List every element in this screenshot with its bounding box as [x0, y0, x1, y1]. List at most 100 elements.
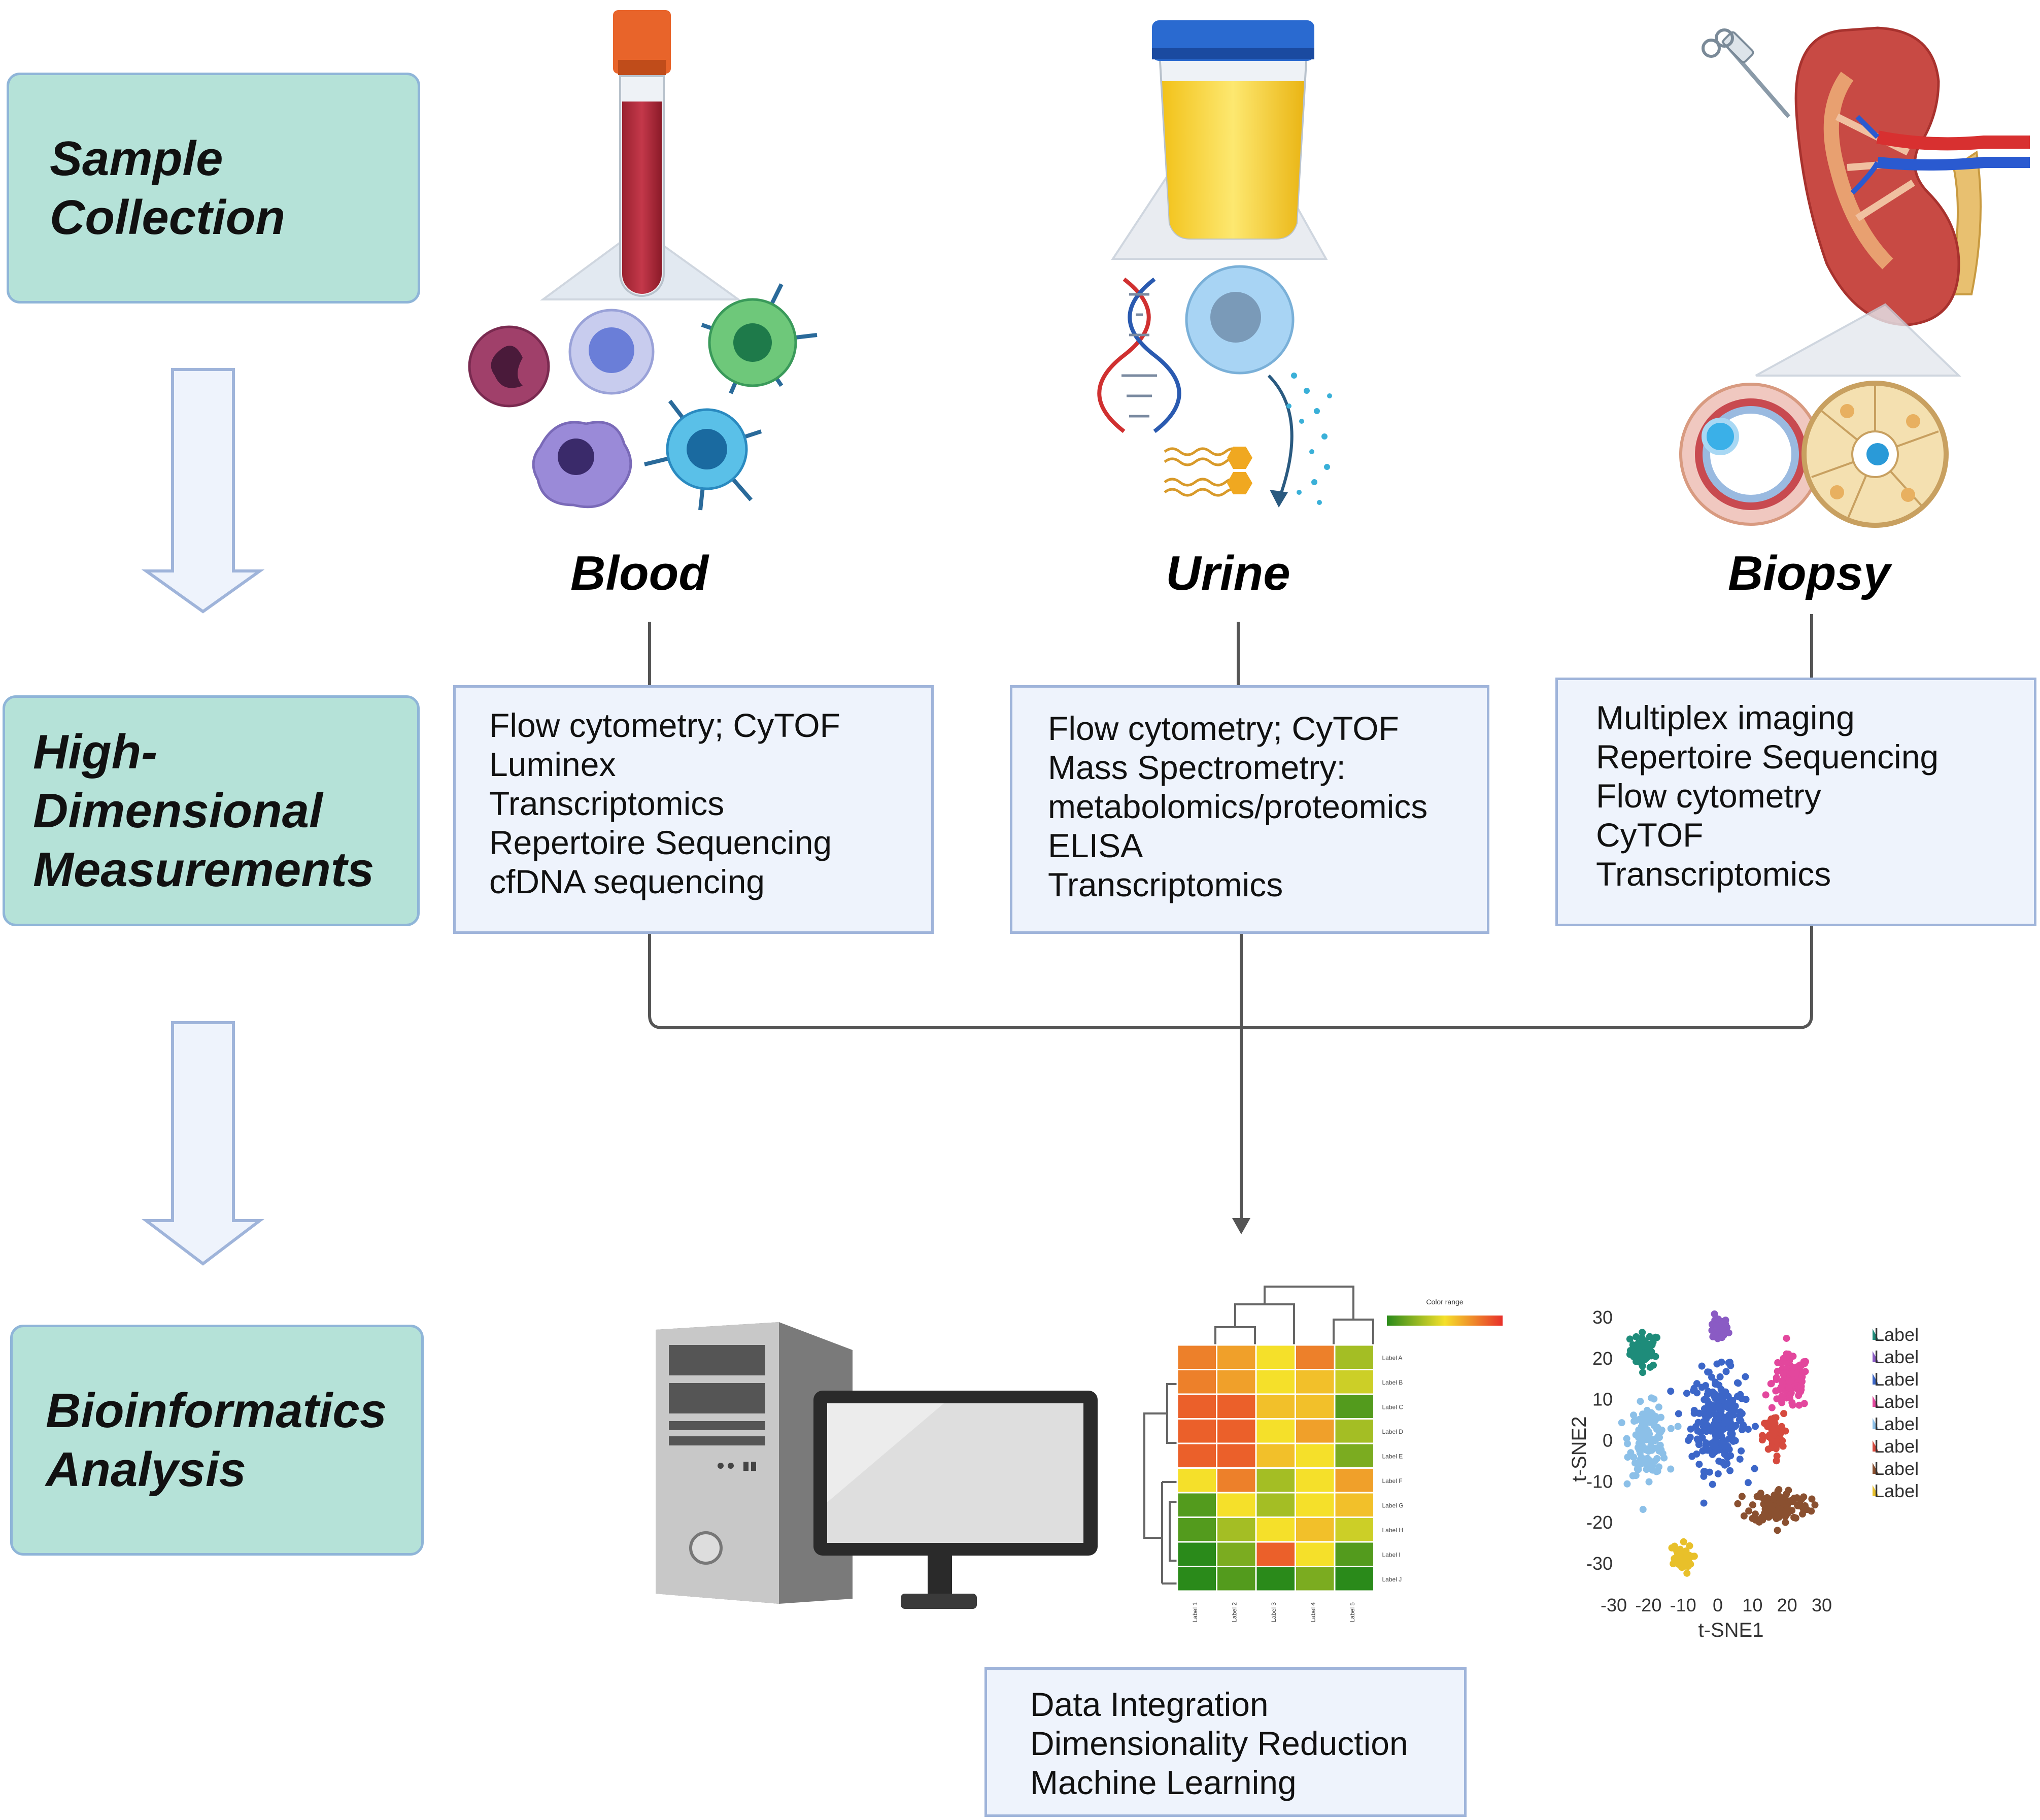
tsne-point: [1705, 1368, 1713, 1376]
stage-high-dimensional-measurements: High- Dimensional Measurements: [3, 695, 420, 926]
tsne-point: [1718, 1440, 1726, 1447]
heatmap-cell: [1176, 1418, 1217, 1444]
tsne-point: [1643, 1466, 1650, 1473]
tsne-y-tick: -10: [1586, 1471, 1613, 1492]
heatmap-col-label: Label 1: [1192, 1602, 1199, 1623]
tsne-point: [1755, 1518, 1763, 1526]
tsne-point: [1739, 1424, 1747, 1432]
method-item: Transcriptomics: [489, 785, 725, 822]
tsne-point: [1639, 1362, 1646, 1370]
tsne-point: [1790, 1514, 1798, 1522]
tsne-point: [1626, 1335, 1634, 1343]
tsne-point: [1698, 1384, 1706, 1391]
heatmap-cell: [1216, 1541, 1257, 1567]
tsne-point: [1774, 1527, 1781, 1534]
heatmap-cell: [1255, 1492, 1296, 1518]
tsne-point: [1789, 1401, 1796, 1409]
tsne-point: [1738, 1447, 1745, 1455]
tsne-point: [1718, 1334, 1726, 1341]
tsne-point: [1692, 1423, 1700, 1430]
tsne-x-tick: -10: [1670, 1595, 1696, 1615]
tsne-point: [1803, 1506, 1811, 1513]
tsne-point: [1764, 1423, 1772, 1430]
heatmap-row-label: Label F: [1382, 1477, 1403, 1485]
legend-label: Label: [1874, 1324, 1919, 1345]
tsne-point: [1783, 1510, 1791, 1518]
tsne-point: [1776, 1498, 1783, 1506]
heatmap-cell: [1334, 1467, 1375, 1494]
heatmap-cell: [1334, 1566, 1375, 1592]
stage-sample-collection: Sample Collection: [7, 73, 420, 304]
heatmap-cell: [1176, 1492, 1217, 1518]
tsne-point: [1808, 1495, 1816, 1503]
blood-methods-panel: Flow cytometry; CyTOF Luminex Transcript…: [453, 685, 934, 934]
heatmap-row-label: Label H: [1382, 1527, 1403, 1534]
dna-icon: [1097, 277, 1181, 433]
tsne-point: [1632, 1472, 1640, 1479]
tsne-point: [1779, 1442, 1787, 1450]
tsne-y-tick: 20: [1592, 1348, 1613, 1369]
tsne-point: [1698, 1362, 1706, 1370]
tsne-point: [1785, 1487, 1792, 1494]
legend-swatch: [1873, 1463, 1879, 1474]
tsne-point: [1686, 1433, 1694, 1441]
tsne-point: [1718, 1358, 1725, 1366]
heatmap-cell: [1216, 1393, 1257, 1420]
heatmap-cell: [1334, 1418, 1375, 1444]
color-range-bar: [1387, 1316, 1503, 1326]
tsne-point: [1709, 1451, 1716, 1458]
method-item: ELISA: [1048, 827, 1143, 864]
tsne-point: [1775, 1486, 1783, 1494]
heatmap-cell: [1295, 1467, 1336, 1494]
tsne-y-tick: 10: [1592, 1389, 1613, 1410]
tsne-point: [1637, 1398, 1644, 1405]
urine-methods-panel: Flow cytometry; CyTOF Mass Spectrometry:…: [1010, 685, 1489, 934]
heatmap-cell: [1295, 1516, 1336, 1543]
heatmap-cell: [1176, 1467, 1217, 1494]
tsne-point: [1667, 1425, 1675, 1432]
lipid-icon: [1164, 447, 1252, 497]
tsne-point: [1745, 1507, 1753, 1515]
tsne-point: [1777, 1510, 1785, 1518]
heatmap-cell: [1176, 1442, 1217, 1469]
tsne-point: [1716, 1413, 1723, 1421]
tsne-point: [1738, 1493, 1746, 1500]
heatmap-cell: [1334, 1369, 1375, 1395]
tsne-point: [1667, 1465, 1675, 1473]
tsne-point: [1709, 1480, 1716, 1488]
tsne-point: [1651, 1457, 1659, 1465]
method-item: Mass Spectrometry:: [1048, 749, 1346, 786]
heatmap-cell: [1334, 1442, 1375, 1469]
method-item: Flow cytometry; CyTOF: [1048, 710, 1399, 747]
tsne-point: [1647, 1441, 1655, 1449]
tsne-point: [1779, 1437, 1786, 1444]
tsne-point: [1683, 1390, 1690, 1397]
tsne-point: [1780, 1355, 1787, 1362]
tsne-point: [1675, 1410, 1682, 1418]
tsne-point: [1744, 1479, 1752, 1487]
tsne-point: [1637, 1356, 1644, 1364]
tsne-point: [1778, 1423, 1785, 1430]
tsne-point: [1714, 1315, 1721, 1323]
legend-swatch: [1873, 1329, 1879, 1340]
tsne-point: [1801, 1368, 1809, 1375]
method-item: Flow cytometry; CyTOF: [489, 706, 840, 744]
tsne-point: [1740, 1512, 1748, 1520]
tsne-point: [1724, 1399, 1732, 1407]
tsne-point: [1715, 1428, 1722, 1435]
merge-arrow-head: [1232, 1218, 1250, 1234]
tsne-point: [1727, 1405, 1735, 1413]
heatmap-cell: [1176, 1393, 1217, 1420]
tsne-point: [1645, 1478, 1653, 1486]
tsne-point: [1798, 1510, 1806, 1518]
source-label-biopsy: Biopsy: [1727, 546, 1891, 600]
tissue-section-icon: [1679, 381, 1949, 528]
color-range-label: Color range: [1426, 1298, 1463, 1306]
heatmap-cell: [1295, 1369, 1336, 1395]
heatmap-cell: [1216, 1492, 1257, 1518]
heatmap-row-label: Label B: [1382, 1379, 1403, 1386]
tsne-point: [1780, 1410, 1788, 1418]
tsne-point: [1762, 1391, 1770, 1399]
